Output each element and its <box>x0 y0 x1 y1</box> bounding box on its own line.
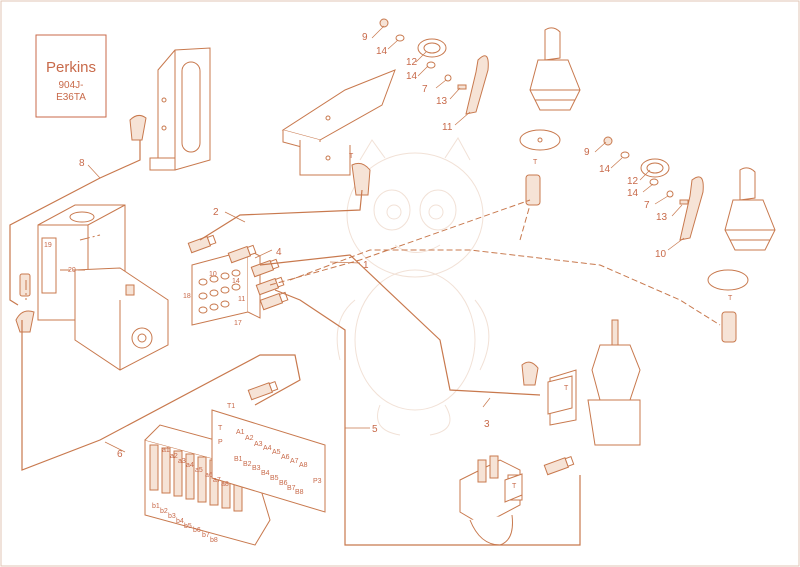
callout-20: 20 <box>68 267 76 274</box>
leader-lines <box>87 25 685 453</box>
port-a7: a7 <box>213 477 221 484</box>
callout-13-top: 13 <box>436 96 448 107</box>
callout-3: 3 <box>484 419 490 430</box>
callout-14-manifold: 14 <box>232 278 240 285</box>
port-B2: B2 <box>243 461 252 468</box>
callout-14-b: 14 <box>406 71 418 82</box>
callout-6: 6 <box>117 449 123 460</box>
port-P-plate: P <box>218 439 223 446</box>
callout-12-top: 12 <box>406 57 418 68</box>
callout-9-top: 9 <box>362 32 368 43</box>
port-plates-small <box>504 375 573 503</box>
engine-model-line1: 904J- <box>58 80 83 91</box>
callout-1: 1 <box>363 260 369 271</box>
port-b3: b3 <box>168 513 176 520</box>
port-B8: B8 <box>295 489 304 496</box>
port-b5: b5 <box>184 523 192 530</box>
port-a2: a2 <box>170 453 178 460</box>
port-T-pedal: T <box>349 153 354 160</box>
port-T1: T1 <box>227 403 235 410</box>
callout-11-manifold: 11 <box>238 296 245 303</box>
port-a6: a6 <box>205 472 213 479</box>
callout-17: 17 <box>234 320 242 327</box>
engine-brand: Perkins <box>46 59 96 76</box>
port-B4: B4 <box>261 470 270 477</box>
port-T-joystick2: T <box>728 295 733 302</box>
callout-14-a: 14 <box>376 46 388 57</box>
port-A3: A3 <box>254 441 263 448</box>
hose-assemblies <box>465 55 704 241</box>
fasteners <box>379 18 689 205</box>
callout-10: 10 <box>655 249 667 260</box>
port-b8: b8 <box>210 537 218 544</box>
port-B5: B5 <box>270 475 279 482</box>
port-T-bottom: T <box>512 483 517 490</box>
port-A2: A2 <box>245 435 254 442</box>
callout-2: 2 <box>213 207 219 218</box>
port-T-valve: T <box>564 385 569 392</box>
port-a1: a1 <box>162 447 170 454</box>
port-T-joystick1: T <box>533 159 538 166</box>
callout-14-c: 14 <box>599 164 611 175</box>
callout-19: 19 <box>44 242 52 249</box>
port-A4: A4 <box>263 445 272 452</box>
port-b4: b4 <box>176 518 184 525</box>
callout-9-right: 9 <box>584 147 590 158</box>
port-a3: a3 <box>178 458 186 465</box>
engine-model-line2: E36TA <box>56 92 86 103</box>
joystick-icon <box>519 27 776 291</box>
callout-8: 8 <box>79 158 85 169</box>
port-P3: P3 <box>313 478 322 485</box>
callout-18: 18 <box>183 293 191 300</box>
callout-4: 4 <box>276 247 282 258</box>
engine-label-box: Perkins 904J- E36TA <box>35 34 107 118</box>
port-A5: A5 <box>272 449 281 456</box>
port-a4: a4 <box>186 462 194 469</box>
port-b1: b1 <box>152 503 160 510</box>
port-B7: B7 <box>287 485 296 492</box>
port-T-plate: T <box>218 425 223 432</box>
callout-10-manifold: 10 <box>209 271 217 278</box>
hose-lines <box>9 140 721 546</box>
port-B6: B6 <box>279 480 288 487</box>
watermark <box>336 137 490 436</box>
hydraulic-valve-icon <box>459 455 523 546</box>
port-b7: b7 <box>202 532 210 539</box>
callout-11: 11 <box>442 122 453 133</box>
port-labels: T T T T T T1 T P P3 A1 A2 A3 A4 A5 A6 A7… <box>152 153 733 544</box>
callout-7-top: 7 <box>422 84 428 95</box>
foot-pedal <box>281 69 396 176</box>
port-plate <box>211 409 326 513</box>
callout-12-right: 12 <box>627 176 639 187</box>
hydraulic-tank <box>37 204 169 371</box>
hose-clamps <box>417 38 670 178</box>
port-b2: b2 <box>160 508 168 515</box>
port-a8: a8 <box>221 481 229 488</box>
callout-labels: 1 2 3 4 5 6 7 7 8 9 9 10 10 11 11 12 12 … <box>44 32 668 460</box>
callout-7-right: 7 <box>644 200 650 211</box>
callout-5: 5 <box>372 424 378 435</box>
port-B3: B3 <box>252 465 261 472</box>
port-a5: a5 <box>195 467 203 474</box>
callout-14-d: 14 <box>627 188 639 199</box>
manifold-block <box>191 249 261 326</box>
port-b6: b6 <box>193 527 201 534</box>
port-A1: A1 <box>236 429 245 436</box>
engine-bracket-icon <box>149 47 211 171</box>
control-valve-bank <box>144 424 271 546</box>
port-B1: B1 <box>234 456 243 463</box>
port-A6: A6 <box>281 454 290 461</box>
port-A7: A7 <box>290 458 299 465</box>
port-A8: A8 <box>299 462 308 469</box>
callout-13-right: 13 <box>656 212 668 223</box>
